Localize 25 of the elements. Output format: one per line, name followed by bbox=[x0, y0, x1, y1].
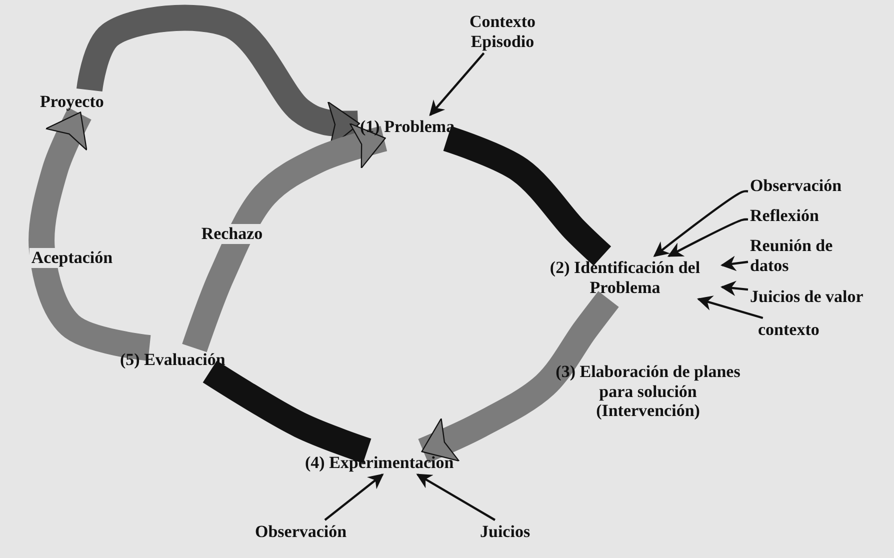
step-label: Observación bbox=[255, 522, 348, 542]
arrow bbox=[696, 296, 764, 320]
step-label: (2) Identificación del Problema bbox=[548, 258, 702, 298]
arrow bbox=[429, 52, 485, 116]
step-label: contexto bbox=[758, 320, 820, 340]
arrow bbox=[720, 280, 748, 296]
step-label: (5) Evaluación bbox=[120, 350, 226, 370]
step-label: Contexto Episodio bbox=[468, 12, 537, 52]
step-label: Reunión de datos bbox=[750, 236, 834, 276]
curved-arrow bbox=[182, 123, 388, 352]
step-label: Observación bbox=[750, 176, 843, 196]
arrow bbox=[720, 256, 748, 272]
step-label: (3) Elaboración de planes para solución (Intervención) bbox=[554, 362, 742, 421]
arrow bbox=[653, 190, 748, 257]
arrow bbox=[667, 218, 748, 257]
edge-label: Aceptación bbox=[29, 248, 115, 268]
step-label: Juicios bbox=[480, 522, 532, 542]
arrow bbox=[416, 474, 496, 521]
step-label: Reflexión bbox=[750, 206, 820, 226]
step-label: (1) Problema bbox=[360, 117, 456, 137]
step-label: Proyecto bbox=[40, 92, 105, 112]
step-label: Juicios de valor bbox=[750, 287, 864, 307]
edge-label: Rechazo bbox=[199, 224, 265, 244]
curved-arrow bbox=[418, 291, 619, 463]
arrow bbox=[324, 474, 384, 521]
